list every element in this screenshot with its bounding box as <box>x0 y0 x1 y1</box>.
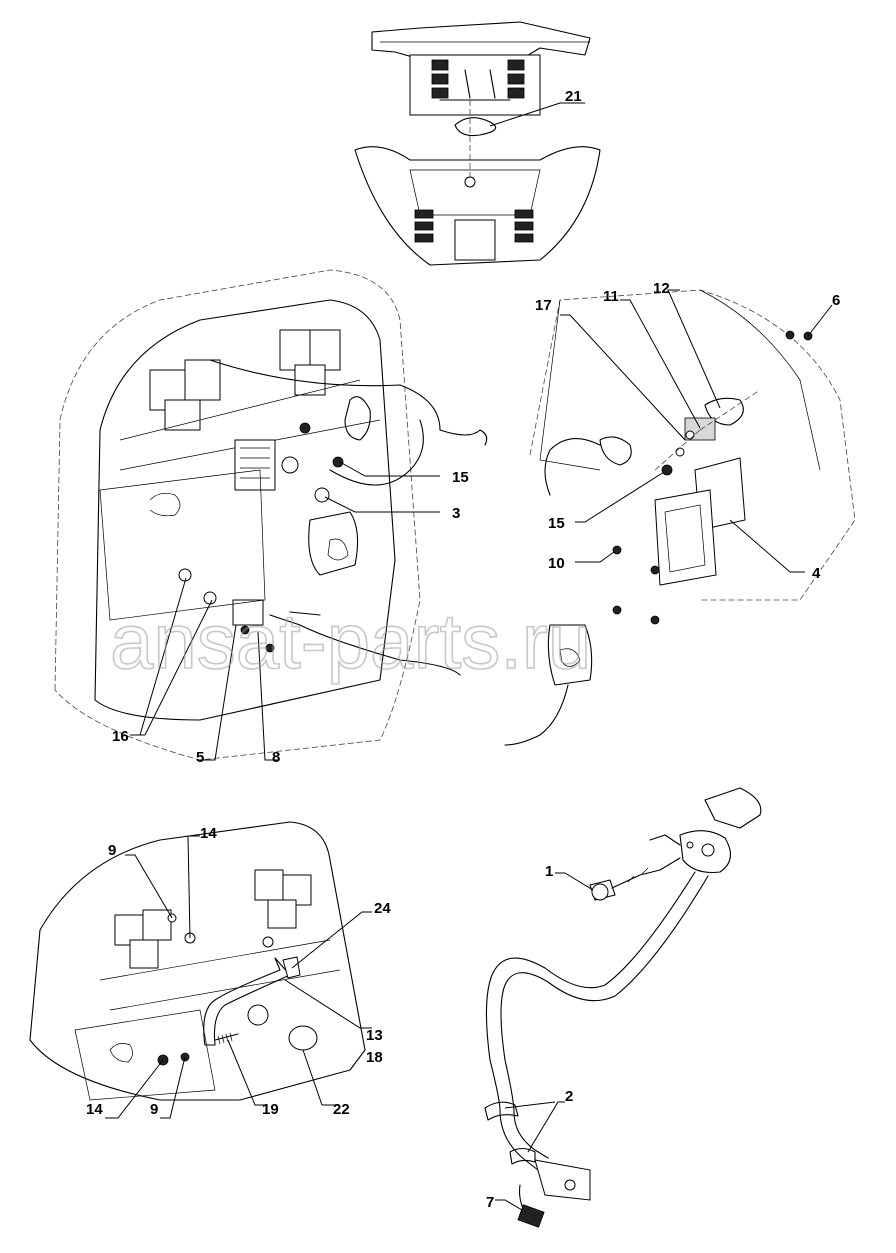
callout-24: 24 <box>374 900 391 917</box>
callout-7: 7 <box>486 1194 494 1211</box>
callout-17: 17 <box>535 297 552 314</box>
callout-9-upper: 9 <box>108 842 116 859</box>
callout-11: 11 <box>603 288 619 305</box>
callout-15-right: 15 <box>548 515 565 532</box>
callout-18: 18 <box>366 1049 383 1066</box>
harness-view: 1 2 7 <box>484 787 762 1228</box>
callout-22: 22 <box>333 1101 350 1118</box>
callout-6: 6 <box>832 292 840 309</box>
callout-15-upper: 15 <box>452 469 469 486</box>
callout-14-upper: 14 <box>200 825 217 842</box>
callout-13: 13 <box>366 1027 383 1044</box>
callout-10: 10 <box>548 555 565 572</box>
callout-8: 8 <box>272 749 280 766</box>
watermark: ansat-parts.ru <box>110 597 591 685</box>
dash-panel-rear-view: 15 3 16 5 8 <box>54 269 488 766</box>
callout-5: 5 <box>196 749 204 766</box>
socket-exploded-view: 17 11 12 6 15 10 4 <box>504 280 856 746</box>
callout-12: 12 <box>653 280 670 297</box>
callout-16: 16 <box>112 728 129 745</box>
callout-4: 4 <box>812 565 821 582</box>
callout-21: 21 <box>565 88 582 105</box>
callout-3: 3 <box>452 505 460 522</box>
callout-14-lower: 14 <box>86 1101 103 1118</box>
callout-2: 2 <box>565 1088 573 1105</box>
callout-19: 19 <box>262 1101 279 1118</box>
dash-panel-variant-view: 9 14 24 13 18 14 9 19 22 <box>29 821 391 1119</box>
overhead-console-view: 21 <box>354 21 601 266</box>
callout-1: 1 <box>545 863 553 880</box>
callout-9-lower: 9 <box>150 1101 158 1118</box>
